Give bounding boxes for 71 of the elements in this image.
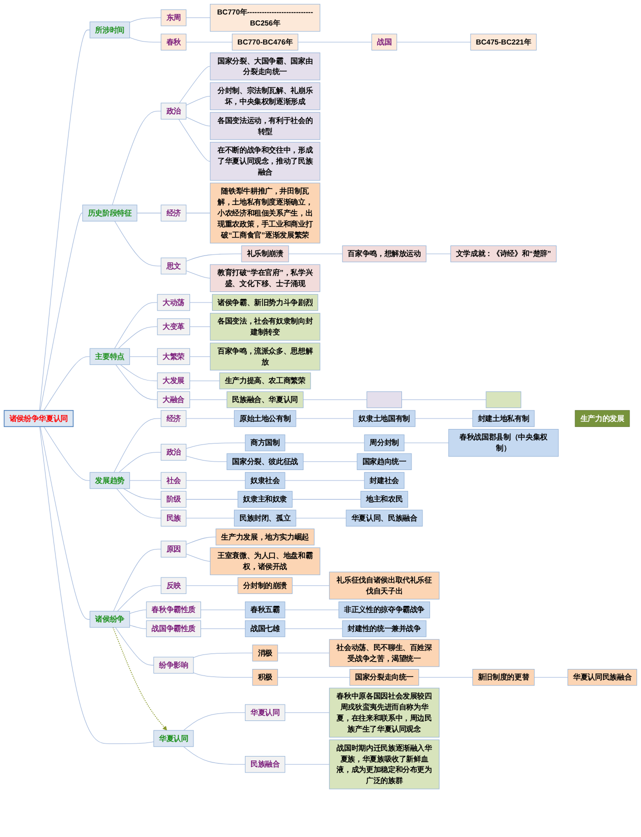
connector: [190, 356, 210, 357]
connector: [178, 118, 210, 162]
connector: [418, 677, 473, 678]
connector: [123, 488, 162, 500]
connector: [284, 628, 343, 629]
connector: [190, 302, 213, 303]
connector: [186, 442, 246, 449]
connector: [186, 270, 210, 278]
connector: [534, 677, 568, 678]
connector: [44, 356, 90, 411]
connector: [129, 356, 158, 357]
connector: [40, 212, 83, 411]
node-box: [366, 391, 402, 408]
connector: [186, 456, 228, 462]
connector: [284, 764, 330, 765]
connector: [186, 554, 210, 562]
connector: [284, 442, 365, 444]
connector: [200, 628, 246, 629]
connector: [183, 746, 246, 765]
connector: [284, 480, 365, 481]
connector: [116, 488, 162, 518]
connector: [39, 426, 154, 744]
connector: [118, 326, 158, 349]
connector: [277, 677, 350, 678]
connector: [186, 254, 242, 262]
connector: [115, 627, 154, 666]
connector: [183, 712, 246, 731]
connector: [129, 480, 162, 481]
connector: [186, 96, 210, 106]
connector: [186, 536, 216, 545]
connector: [39, 30, 90, 411]
arrow: [112, 627, 168, 731]
connector: [186, 212, 210, 214]
connector: [114, 418, 162, 473]
connector: [129, 37, 162, 42]
connector: [113, 548, 162, 612]
connector: [190, 399, 228, 400]
connector: [120, 364, 158, 382]
connector: [193, 672, 253, 678]
connector: [186, 418, 234, 419]
connector: [190, 380, 220, 382]
connector: [296, 418, 354, 419]
connector: [284, 712, 330, 713]
connector: [136, 212, 162, 214]
connector: [186, 499, 238, 500]
connector: [129, 624, 147, 629]
connector: [44, 426, 90, 481]
connector: [40, 426, 90, 620]
connector: [117, 585, 162, 612]
connector: [186, 116, 210, 126]
connector: [112, 110, 162, 206]
connector: [118, 452, 162, 473]
connector: [414, 418, 473, 419]
connector: [292, 499, 362, 500]
connector: [302, 461, 358, 462]
connector: [277, 652, 330, 654]
connector: [179, 66, 210, 104]
connector: [129, 18, 162, 23]
connector: [404, 442, 449, 444]
connector: [116, 364, 158, 400]
connector: [114, 220, 162, 266]
connector: [186, 480, 246, 481]
connector: [114, 302, 158, 349]
node-box: [486, 391, 522, 408]
connector: [302, 399, 368, 400]
connector: [129, 610, 147, 614]
connector: [193, 652, 253, 658]
connector: [190, 326, 210, 328]
connector: [292, 585, 330, 586]
connector: [186, 585, 238, 586]
connector: [401, 399, 486, 400]
